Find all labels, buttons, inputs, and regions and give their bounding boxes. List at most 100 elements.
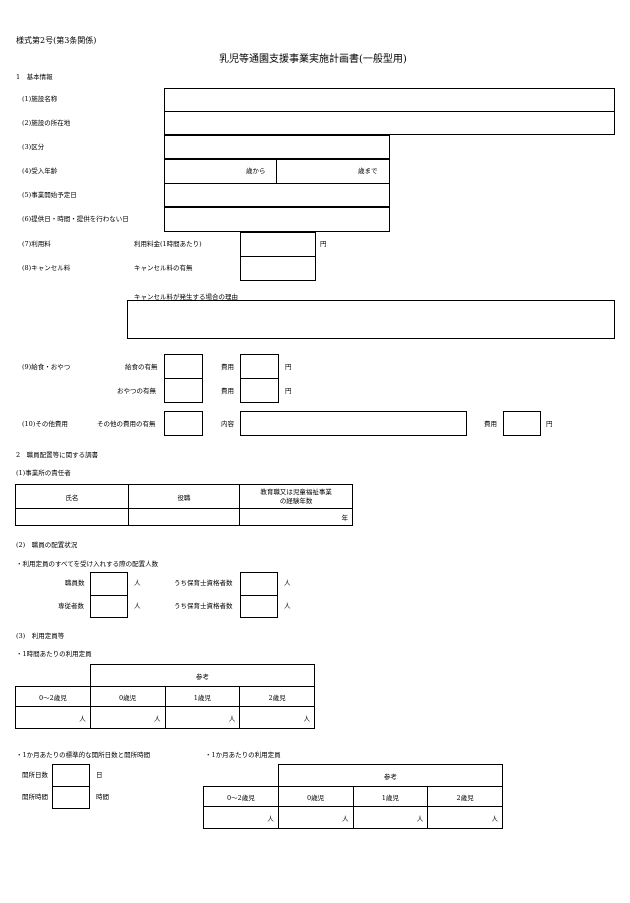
other-cost-presence-field[interactable] [164, 411, 203, 436]
category-label: (3)区分 [22, 143, 45, 151]
other-cost-label: (10)その他費用 [22, 420, 68, 428]
facility-address-field[interactable] [164, 111, 615, 135]
facility-address-label: (2)施設の所在地 [22, 119, 71, 127]
other-cost-label-2: 費用 [484, 420, 497, 428]
fulltime-count-unit: 人 [134, 602, 141, 610]
open-hours-unit: 時間 [96, 793, 109, 801]
snack-cost-label: 費用 [221, 387, 234, 395]
per-month-cell-1[interactable]: 人 [352, 806, 429, 829]
meal-cost-field[interactable] [240, 354, 279, 379]
fulltime-count-label: 専従者数 [58, 602, 84, 610]
fee-yen-unit: 円 [320, 240, 327, 248]
manager-table: 氏名 役職 教育職又は児童福祉事業 の経験年数 年 [15, 484, 353, 526]
per-month-col-0: 0歳児 [277, 786, 354, 807]
staff-heading: (2) 職員の配置状況 [16, 541, 78, 549]
year-unit: 年 [341, 514, 349, 522]
start-date-label: (5)事業開始予定日 [22, 191, 77, 199]
manager-col-position: 役職 [127, 484, 241, 509]
qualified-count-field[interactable] [240, 572, 278, 596]
per-hour-reference-header: 参考 [89, 664, 316, 687]
open-days-label: 開所日数 [22, 771, 48, 779]
meals-label: (9)給食・おやつ [22, 363, 71, 371]
section2-heading: 2 職員配置等に関する調書 [16, 451, 99, 459]
per-month-cell-0[interactable]: 人 [277, 806, 354, 829]
manager-position-cell[interactable] [127, 508, 241, 526]
per-month-capacity-table: 参考 0～2歳児 0歳児 1歳児 2歳児 人 人 人 人 [203, 764, 504, 829]
staff-count-unit: 人 [134, 579, 141, 587]
other-content-label: 内容 [221, 420, 234, 428]
person-unit: 人 [303, 714, 311, 723]
other-yen-unit: 円 [546, 420, 553, 428]
age-from-suffix: 歳から [246, 167, 266, 175]
fulltime-qualified-label: うち保育士資格者数 [174, 602, 233, 610]
person-unit: 人 [416, 814, 424, 823]
qualified-count-unit: 人 [284, 579, 291, 587]
manager-heading: (1)事業所の責任者 [16, 469, 71, 477]
manager-col-name: 氏名 [15, 484, 129, 509]
person-unit: 人 [267, 814, 274, 823]
fee-per-hour-label: 利用料金(1時間あたり) [134, 240, 202, 248]
manager-experience-cell[interactable]: 年 [239, 508, 353, 526]
other-content-field[interactable] [240, 411, 467, 436]
qualified-count-label: うち保育士資格者数 [174, 579, 233, 587]
meal-presence-field[interactable] [164, 354, 203, 379]
person-unit: 人 [154, 714, 161, 723]
staff-count-field[interactable] [90, 572, 128, 596]
manager-col-experience: 教育職又は児童福祉事業 の経験年数 [239, 484, 353, 509]
start-date-field[interactable] [164, 183, 390, 207]
age-range-label: (4)受入年齢 [22, 167, 58, 175]
per-month-cell-0-2[interactable]: 人 [203, 806, 279, 829]
per-hour-col-2: 2歳児 [239, 686, 315, 707]
fulltime-qualified-unit: 人 [284, 602, 291, 610]
cancel-fee-presence-label: キャンセル料の有無 [134, 264, 193, 272]
per-hour-col-0: 0歳児 [89, 686, 166, 707]
cancel-reason-field[interactable] [127, 300, 615, 339]
person-unit: 人 [342, 814, 349, 823]
cancel-fee-label: (8)キャンセル料 [22, 264, 71, 272]
staff-note: ・利用定員のすべてを受け入れする際の配置人数 [16, 560, 159, 568]
monthly-days-heading: ・1か月あたりの標準的な開所日数と開所時間 [16, 751, 151, 759]
fee-label: (7)利用料 [22, 240, 51, 248]
per-month-reference-header: 参考 [277, 764, 504, 787]
service-days-field[interactable] [164, 207, 390, 232]
cancel-fee-presence-field[interactable] [240, 256, 316, 281]
per-hour-cell-1[interactable]: 人 [164, 706, 241, 729]
fulltime-count-field[interactable] [90, 595, 128, 618]
meal-yen-unit: 円 [285, 363, 292, 371]
snack-cost-field[interactable] [240, 378, 279, 403]
open-days-field[interactable] [52, 764, 90, 787]
open-days-unit: 日 [96, 771, 103, 779]
per-hour-cell-0[interactable]: 人 [89, 706, 166, 729]
manager-name-cell[interactable] [15, 508, 129, 526]
person-unit: 人 [79, 714, 86, 723]
section1-heading: 1 基本情報 [16, 73, 53, 81]
open-hours-field[interactable] [52, 786, 90, 809]
fee-field[interactable] [240, 232, 316, 257]
category-field[interactable] [164, 135, 390, 159]
capacity-heading: (3) 利用定員等 [16, 632, 65, 640]
snack-presence-field[interactable] [164, 378, 203, 403]
per-month-col-1: 1歳児 [352, 786, 429, 807]
per-month-col-2: 2歳児 [427, 786, 503, 807]
facility-name-field[interactable] [164, 88, 615, 112]
per-month-heading: ・1か月あたりの利用定員 [205, 751, 281, 759]
service-days-label: (6)提供日・時間・提供を行わない日 [22, 215, 129, 223]
per-hour-cell-2[interactable]: 人 [239, 706, 315, 729]
per-hour-col-0-2: 0～2歳児 [15, 686, 91, 707]
cancel-reason-label: キャンセル料が発生する場合の理由 [134, 293, 238, 301]
fulltime-qualified-field[interactable] [240, 595, 278, 618]
per-hour-col-1: 1歳児 [164, 686, 241, 707]
meal-cost-label: 費用 [221, 363, 234, 371]
person-unit: 人 [228, 714, 236, 723]
meal-presence-label: 給食の有無 [125, 363, 158, 371]
snack-presence-label: おやつの有無 [117, 387, 156, 395]
per-hour-heading: ・1時間あたりの利用定員 [16, 650, 92, 658]
facility-name-label: (1)施設名称 [22, 95, 58, 103]
open-hours-label: 開所時間 [22, 793, 48, 801]
per-hour-cell-0-2[interactable]: 人 [15, 706, 91, 729]
form-number: 様式第2号(第3条関係) [16, 36, 97, 45]
per-month-cell-2[interactable]: 人 [427, 806, 503, 829]
other-cost-field[interactable] [503, 411, 541, 436]
staff-count-label: 職員数 [65, 579, 85, 587]
page-title: 乳児等通園支援事業実施計画書(一般型用) [219, 54, 407, 65]
